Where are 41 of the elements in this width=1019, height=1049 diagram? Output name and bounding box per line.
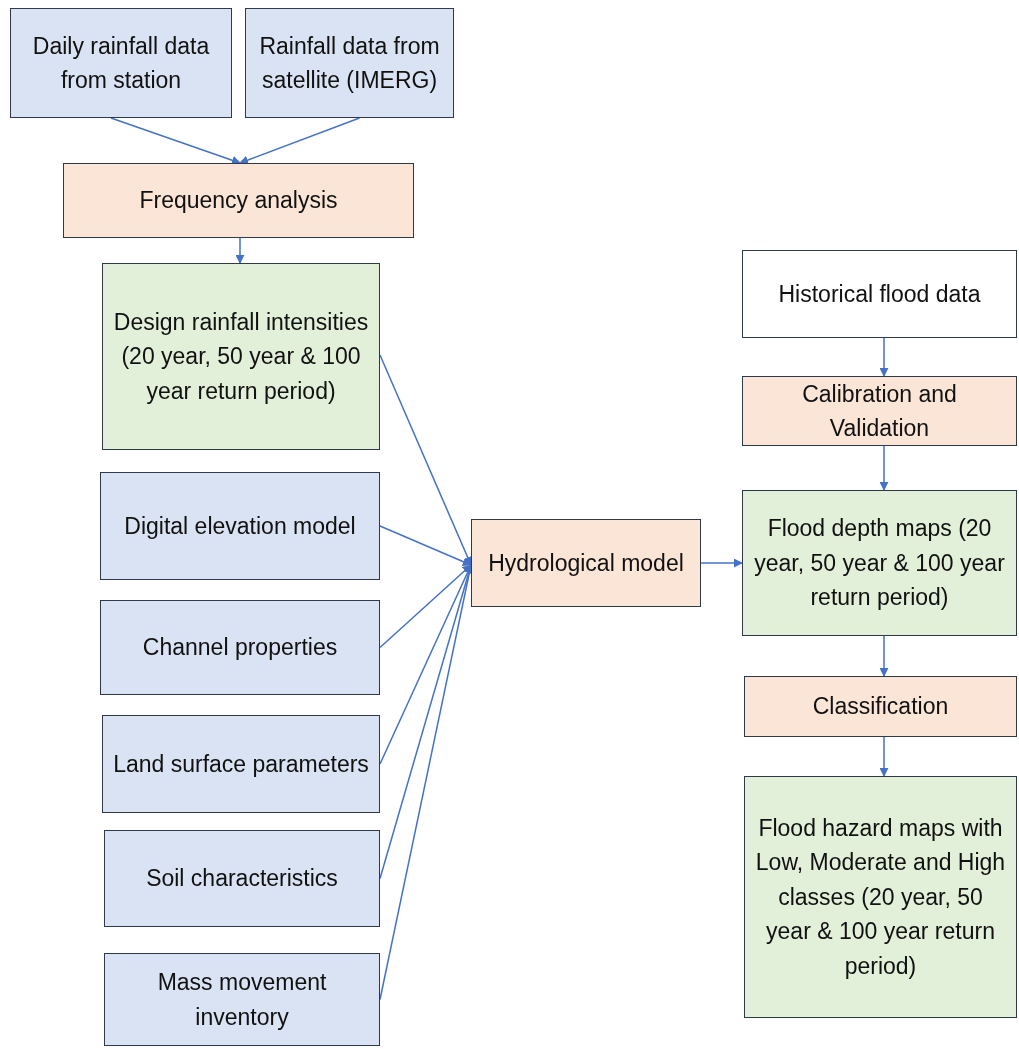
arrow	[700, 558, 743, 568]
process-box	[742, 250, 1017, 338]
process-box	[102, 715, 380, 813]
box-label: Historical flood data	[778, 279, 981, 309]
process-box	[742, 376, 1017, 446]
process-box	[744, 776, 1017, 1018]
arrow	[379, 564, 472, 649]
arrow	[235, 237, 245, 264]
process-box	[104, 830, 380, 927]
box-label: Calibration and Validation	[801, 379, 958, 443]
box-label: Design rainfall intensities (20 year, 50 year & 100 year return period)	[112, 307, 370, 406]
box-label: Rainfall data from satellite (IMERG)	[258, 31, 441, 95]
arrow	[879, 736, 889, 777]
box-label: Digital elevation model	[124, 511, 356, 541]
box-label: Classification	[812, 692, 949, 722]
box-label: Daily rainfall data from station	[31, 31, 211, 95]
arrow	[110, 117, 241, 165]
process-box	[63, 163, 414, 238]
arrow	[879, 445, 889, 491]
arrow	[239, 117, 361, 165]
box-label: Frequency analysis	[139, 186, 338, 216]
process-box	[104, 953, 380, 1046]
box-label: Flood depth maps (20 year, 50 year & 100 year return period)	[753, 514, 1006, 613]
arrow	[879, 337, 889, 377]
arrow	[379, 525, 472, 566]
box-label: Mass movement inventory	[156, 968, 328, 1032]
box-label: Channel properties	[142, 633, 338, 663]
process-box	[10, 8, 232, 118]
process-box	[100, 472, 380, 580]
box-label: Flood hazard maps with Low, Moderate and High classes (20 year, 50 year & 100 year return period)	[754, 813, 1007, 981]
box-label: Hydrological model	[488, 548, 684, 578]
box-label: Land surface parameters	[113, 749, 369, 779]
process-box	[245, 8, 454, 118]
process-box	[100, 600, 380, 695]
arrow	[379, 354, 472, 566]
process-box	[742, 490, 1017, 636]
process-box	[102, 263, 380, 450]
process-box	[471, 519, 701, 607]
box-label: Soil characteristics	[146, 864, 338, 894]
arrow	[879, 635, 889, 677]
process-box	[744, 676, 1017, 737]
